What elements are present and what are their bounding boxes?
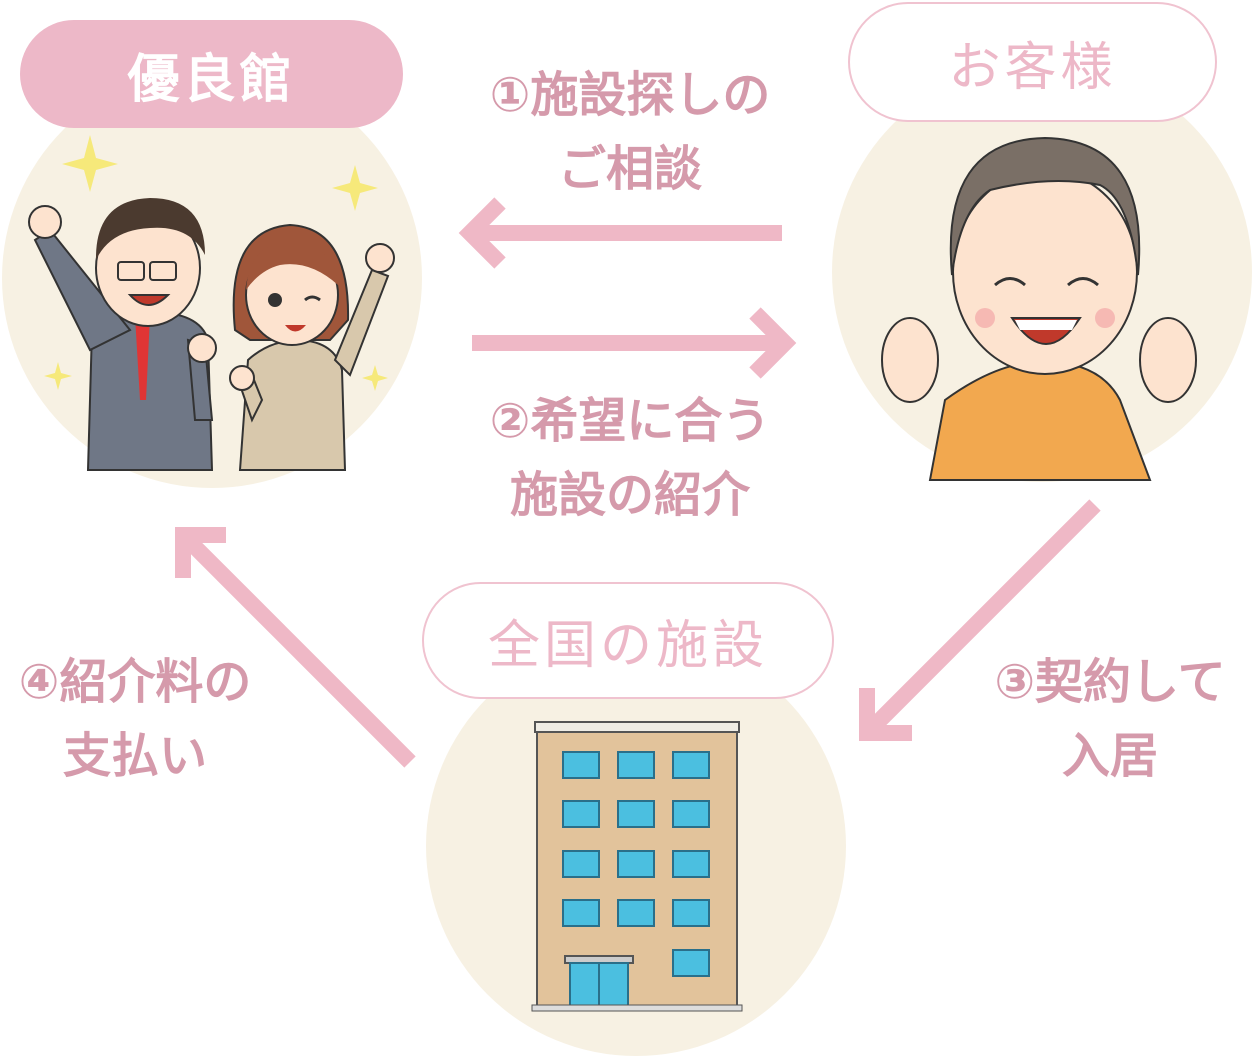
agency-label: 優良館 [20,20,403,128]
building-window [617,850,655,878]
step-3-text: ③契約して 入居 [975,645,1245,793]
facilities-label: 全国の施設 [422,582,834,699]
step-1-text: ①施設探しの ご相談 [460,58,800,206]
arrow-agency-to-customer [472,307,797,379]
building-window [617,899,655,927]
step-4-text: ④紹介料の 支払い [0,645,270,793]
arrow-customer-to-facilities [859,499,1101,741]
building-window [672,949,710,977]
arrow-facilities-to-agency [175,527,416,768]
step-1-line1: ①施設探しの [489,67,771,123]
building-illustration [531,721,743,1012]
building-window [672,800,710,828]
building-window [562,850,600,878]
customer-label: お客様 [848,2,1217,122]
step-4-line1: ④紹介料の [18,654,252,710]
step-4-line2: 支払い [62,728,207,784]
step-1-line2: ご相談 [557,141,702,197]
step-3-line2: 入居 [1061,728,1158,784]
building-window [562,751,600,779]
step-3-line1: ③契約して [994,654,1226,710]
building-window [562,899,600,927]
building-window [672,899,710,927]
step-2-line1: ②希望に合う [489,393,771,449]
step-2-line2: 施設の紹介 [509,467,750,523]
agency-staff-illustration [28,135,395,471]
building-window [672,850,710,878]
building-window [617,751,655,779]
arrow-customer-to-agency [458,197,782,269]
sparkle-icon [44,135,388,391]
building-window [617,800,655,828]
step-2-text: ②希望に合う 施設の紹介 [460,384,800,532]
customer-illustration [881,136,1197,481]
building-window [672,751,710,779]
building-window [562,800,600,828]
